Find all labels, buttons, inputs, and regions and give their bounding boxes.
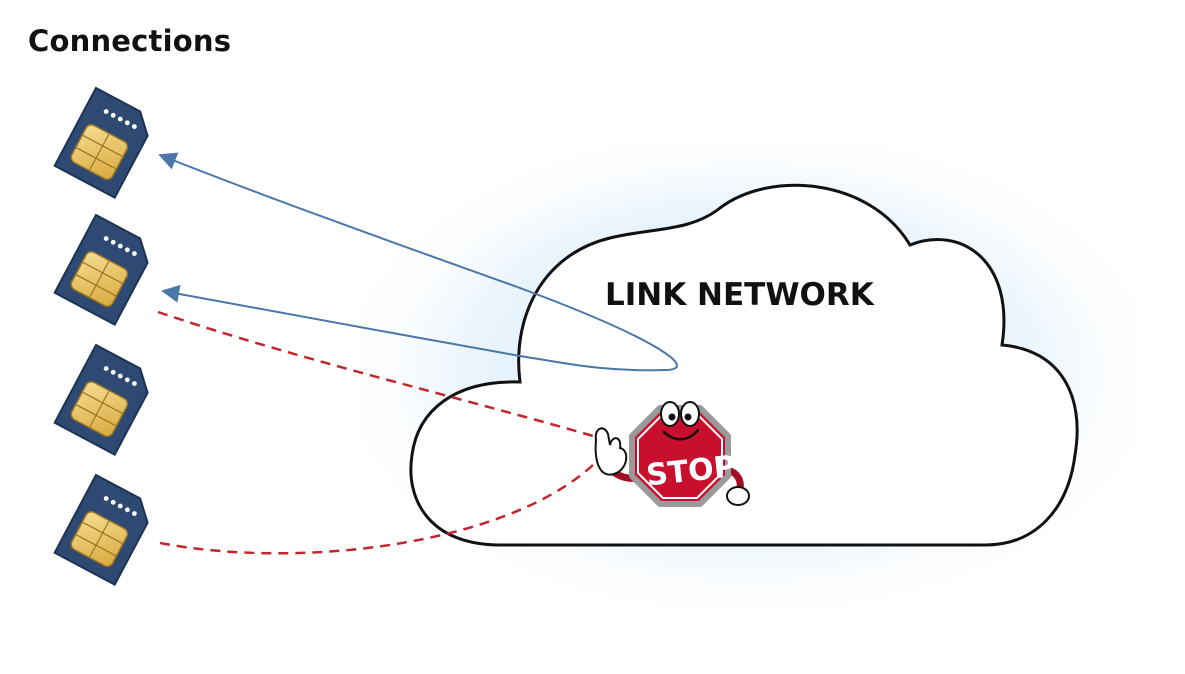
blocked-connection-2 — [159, 454, 604, 555]
sim-card-2 — [53, 214, 158, 326]
page-title: Connections — [28, 24, 232, 58]
sim-card-1 — [53, 87, 158, 199]
sim-card-4 — [53, 474, 158, 586]
sim-card-3 — [53, 344, 158, 456]
allowed-connection-1 — [158, 152, 678, 371]
allowed-connection-2 — [161, 284, 666, 372]
stop-sign-mascot-icon: STOP — [594, 401, 750, 507]
cloud-icon — [360, 140, 1140, 605]
cloud-label: LINK NETWORK — [605, 277, 875, 313]
